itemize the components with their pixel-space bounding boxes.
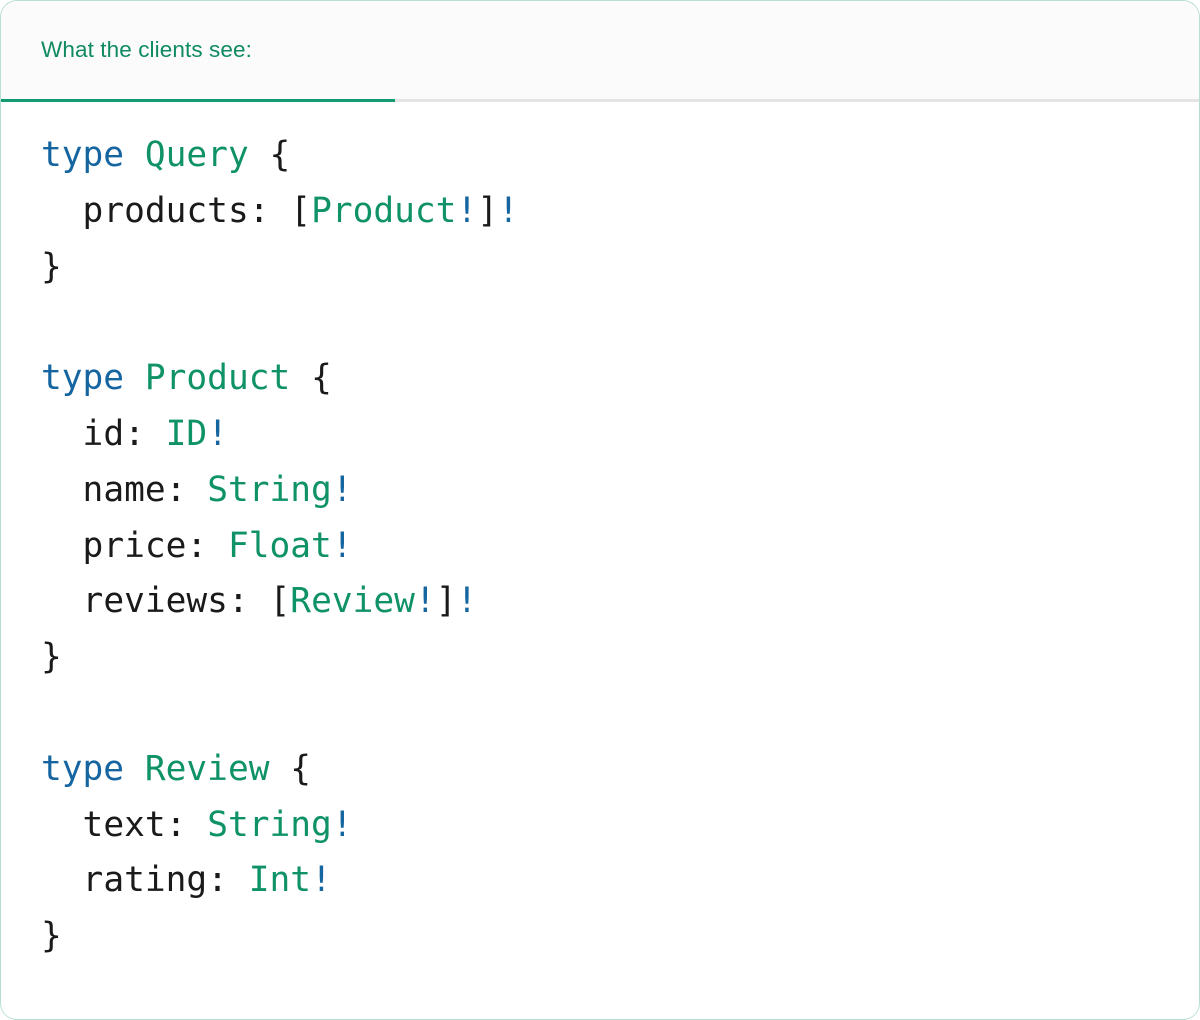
token-bang: !: [331, 469, 353, 510]
token-bang: !: [498, 190, 519, 231]
token-bang: !: [207, 413, 228, 454]
code-viewer[interactable]: type Query { products: [Product!]!}​type…: [1, 102, 1199, 1019]
code-line: reviews: [Review!]!: [41, 574, 1199, 630]
code-line: products: [Product!]!: [41, 184, 1199, 240]
code-line: id: ID!: [41, 407, 1199, 463]
code-line: ​: [41, 686, 1199, 742]
code-line: }: [41, 240, 1199, 296]
code-line: name: String!: [41, 463, 1199, 519]
token-type: Review: [290, 581, 415, 622]
token-field: price: [82, 525, 187, 566]
token-punc: ]: [477, 190, 499, 231]
token-field: text: [82, 804, 166, 845]
token-type: Review: [144, 748, 270, 789]
tab-label: What the clients see:: [41, 37, 252, 62]
token-type: Query: [144, 135, 249, 175]
token-bang: !: [331, 525, 353, 566]
token-type: ID: [165, 413, 208, 454]
token-type: String: [207, 804, 332, 845]
token-punc: :: [248, 190, 270, 231]
token-punc: [: [269, 581, 291, 622]
code-line: type Query {: [41, 128, 1199, 184]
token-punc: :: [186, 525, 208, 566]
code-line: ​: [41, 295, 1199, 351]
token-type: Int: [248, 860, 312, 901]
token-type: Product: [144, 358, 291, 399]
token-kw: type: [41, 748, 125, 789]
token-punc: [: [290, 190, 312, 231]
token-punc: {: [290, 748, 312, 789]
tab-clients-view[interactable]: What the clients see:: [1, 1, 395, 102]
token-punc: }: [41, 246, 62, 287]
token-kw: type: [41, 358, 125, 399]
code-line: }: [41, 909, 1199, 965]
token-field: reviews: [82, 581, 228, 622]
token-field: id: [82, 413, 125, 454]
token-punc: {: [269, 135, 291, 175]
code-line: type Review {: [41, 742, 1199, 798]
code-line: text: String!: [41, 798, 1199, 854]
token-type: String: [207, 469, 332, 510]
token-punc: {: [311, 358, 332, 399]
token-punc: }: [41, 916, 62, 957]
token-field: products: [82, 190, 249, 231]
token-bang: !: [414, 581, 436, 622]
token-punc: :: [227, 581, 249, 622]
token-bang: !: [456, 581, 478, 622]
token-punc: :: [207, 860, 228, 901]
token-bang: !: [331, 804, 353, 845]
token-type: Float: [227, 525, 332, 566]
code-line: price: Float!: [41, 519, 1199, 575]
token-punc: ]: [435, 581, 457, 622]
code-line: rating: Int!: [41, 853, 1199, 909]
code-line: type Product {: [41, 351, 1199, 407]
tab-strip: What the clients see:: [1, 1, 1199, 102]
token-bang: !: [311, 860, 332, 901]
token-field: name: [82, 469, 166, 510]
token-type: Product: [311, 190, 457, 231]
token-punc: :: [124, 413, 145, 454]
graphql-schema-code: type Query { products: [Product!]!}​type…: [1, 128, 1199, 965]
token-punc: }: [41, 637, 62, 678]
token-field: rating: [82, 860, 208, 901]
token-punc: :: [165, 804, 187, 845]
token-bang: !: [456, 190, 478, 231]
token-kw: type: [41, 135, 125, 175]
code-line: }: [41, 630, 1199, 686]
token-punc: :: [165, 469, 187, 510]
